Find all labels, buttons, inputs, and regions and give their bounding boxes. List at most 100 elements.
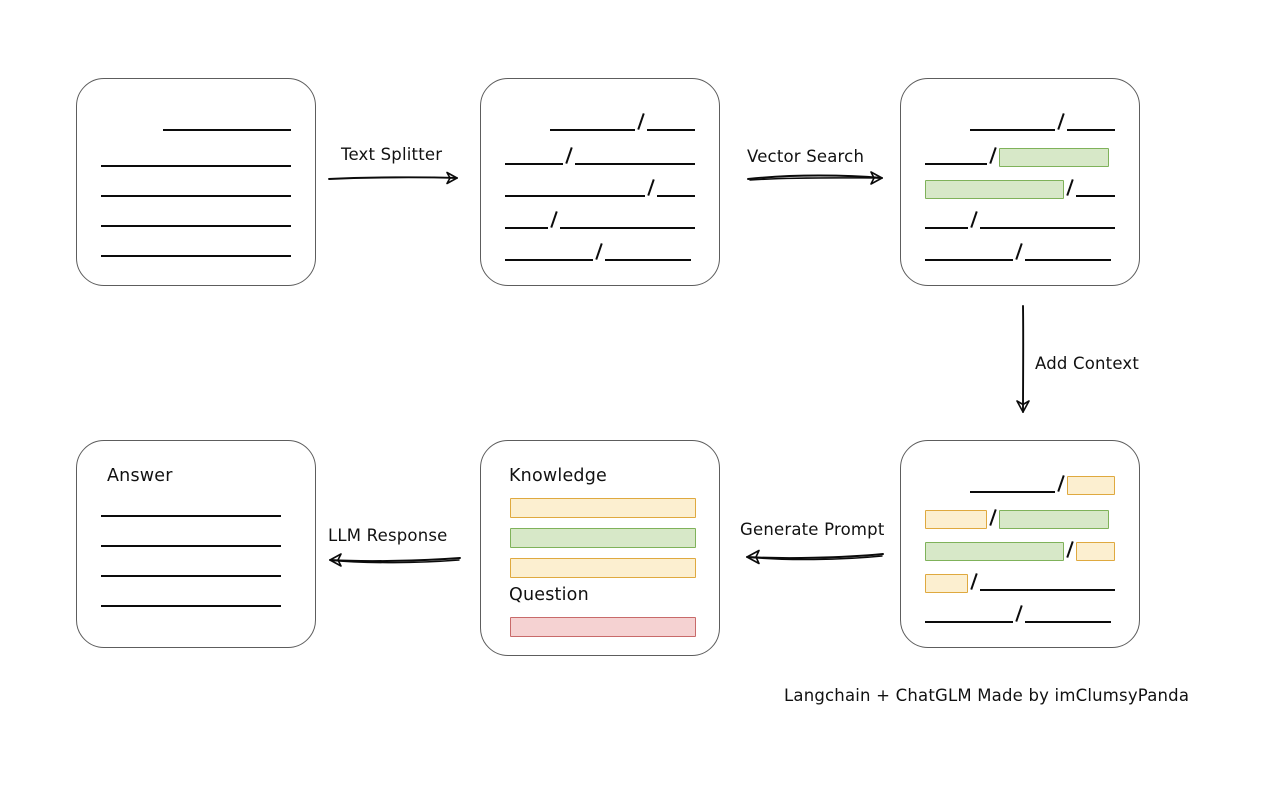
text-row <box>925 571 1115 593</box>
text-line-segment <box>505 195 645 197</box>
highlighted-chunk-yellow[interactable] <box>925 510 987 529</box>
text-row <box>505 177 695 199</box>
knowledge-bar-2[interactable] <box>510 528 696 548</box>
text-line-segment <box>1076 195 1115 197</box>
text-row <box>925 603 1115 625</box>
text-line-segment <box>980 589 1115 591</box>
text-row <box>970 111 1115 133</box>
text-row <box>925 145 1115 167</box>
question-label: Question <box>509 585 589 605</box>
arrow-generate-prompt <box>746 549 884 565</box>
text-row <box>505 241 695 263</box>
text-line-segment <box>505 259 593 261</box>
text-line-segment <box>970 491 1056 493</box>
text-row <box>101 177 291 199</box>
text-row <box>925 507 1115 529</box>
context-document-box[interactable] <box>900 440 1140 648</box>
text-row <box>101 147 291 169</box>
highlighted-chunk-green[interactable] <box>925 180 1065 199</box>
slash-separator-icon <box>647 179 655 196</box>
highlighted-chunk-green[interactable] <box>999 510 1109 529</box>
matched-document-box[interactable] <box>900 78 1140 286</box>
highlighted-chunk-green[interactable] <box>925 542 1065 561</box>
answer-panel-box[interactable]: Answer <box>76 440 316 648</box>
text-row <box>101 497 291 519</box>
text-row <box>925 209 1115 231</box>
text-line-segment <box>970 129 1056 131</box>
edge-label-generate-prompt: Generate Prompt <box>740 520 885 539</box>
answer-panel-rows <box>77 441 315 647</box>
question-bar-1[interactable] <box>510 617 696 637</box>
text-line-segment <box>925 621 1013 623</box>
arrow-vector-search <box>747 171 883 185</box>
slash-separator-icon <box>1057 475 1065 492</box>
slash-separator-icon <box>550 211 558 228</box>
text-line-segment <box>647 129 695 131</box>
context-document-rows <box>901 441 1139 647</box>
text-row <box>101 527 291 549</box>
edge-label-text-splitter: Text Splitter <box>341 145 443 164</box>
edge-label-add-context: Add Context <box>1035 354 1140 373</box>
knowledge-bar-3[interactable] <box>510 558 696 578</box>
text-line-segment <box>575 163 695 165</box>
text-line-segment <box>925 259 1013 261</box>
text-line-segment <box>505 227 549 229</box>
slash-separator-icon <box>989 147 997 164</box>
text-line-segment <box>656 195 695 197</box>
slash-separator-icon <box>1066 541 1074 558</box>
split-document-rows <box>481 79 719 285</box>
text-line-segment <box>101 195 291 197</box>
text-row <box>101 557 291 579</box>
edge-label-llm-response: LLM Response <box>328 526 448 545</box>
text-row <box>101 237 291 259</box>
text-row <box>970 473 1115 495</box>
highlighted-chunk-yellow[interactable] <box>925 574 969 593</box>
source-document-box[interactable] <box>76 78 316 286</box>
slash-separator-icon <box>637 113 646 130</box>
text-line-segment <box>101 605 281 607</box>
text-line-segment <box>550 129 636 131</box>
prompt-panel-box[interactable]: Knowledge Question <box>480 440 720 656</box>
slash-separator-icon <box>970 573 978 590</box>
text-line-segment <box>925 163 987 165</box>
highlighted-chunk-yellow[interactable] <box>1067 476 1115 495</box>
slash-separator-icon <box>1015 243 1023 260</box>
text-row <box>925 539 1115 561</box>
text-line-segment <box>101 575 281 577</box>
answer-label: Answer <box>107 466 173 486</box>
knowledge-label: Knowledge <box>509 466 607 486</box>
text-line-segment <box>1025 259 1111 261</box>
slash-separator-icon <box>1015 605 1023 622</box>
highlighted-chunk-yellow[interactable] <box>1076 542 1115 561</box>
text-line-segment <box>101 165 291 167</box>
slash-separator-icon <box>1066 179 1074 196</box>
slash-separator-icon <box>970 211 978 228</box>
text-line-segment <box>101 225 291 227</box>
highlighted-chunk-green[interactable] <box>999 148 1109 167</box>
split-document-box[interactable] <box>480 78 720 286</box>
text-line-segment <box>560 227 695 229</box>
text-row <box>505 145 695 167</box>
slash-separator-icon <box>1057 113 1066 130</box>
arrow-llm-response <box>329 553 461 567</box>
text-row <box>101 587 291 609</box>
text-row <box>505 209 695 231</box>
text-line-segment <box>101 545 281 547</box>
text-line-segment <box>505 163 564 165</box>
arrow-add-context <box>1016 305 1030 413</box>
matched-document-rows <box>901 79 1139 285</box>
footer-caption: Langchain + ChatGLM Made by imClumsyPand… <box>784 686 1190 705</box>
knowledge-bar-1[interactable] <box>510 498 696 518</box>
source-document-rows <box>77 79 315 285</box>
text-line-segment <box>101 255 291 257</box>
edge-label-vector-search: Vector Search <box>747 147 865 166</box>
text-line-segment <box>925 227 969 229</box>
text-row <box>925 177 1115 199</box>
text-row <box>163 111 291 133</box>
text-line-segment <box>101 515 281 517</box>
arrow-text-splitter <box>328 171 458 185</box>
text-row <box>925 241 1115 263</box>
slash-separator-icon <box>989 509 997 526</box>
text-row <box>550 111 695 133</box>
